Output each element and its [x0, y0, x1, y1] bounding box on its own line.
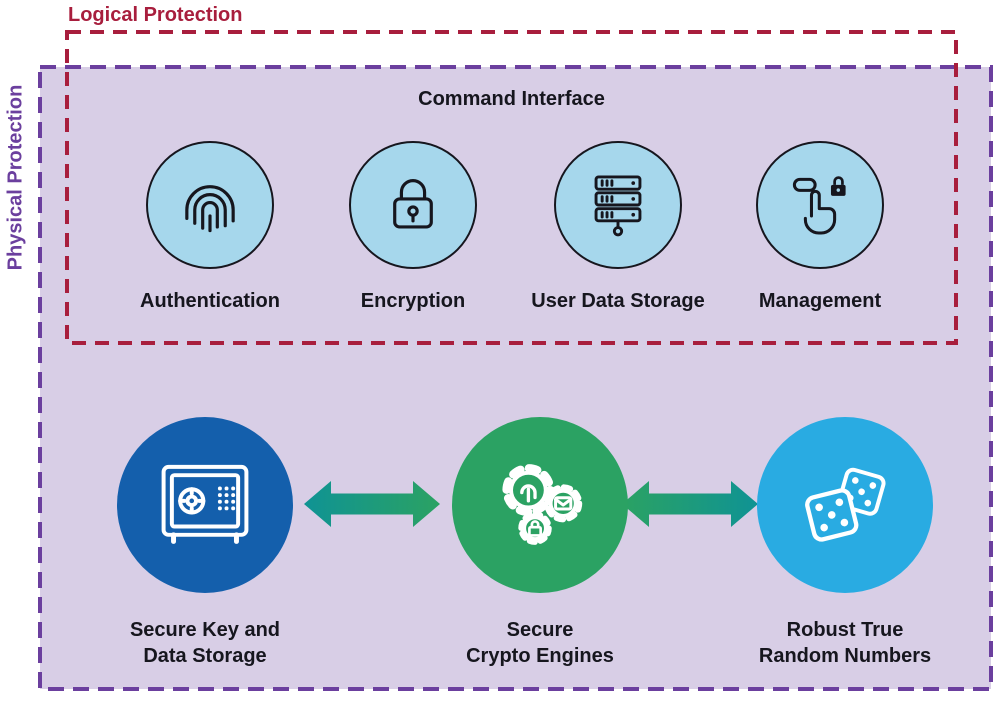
dice-icon — [805, 467, 886, 542]
command-item-encryption: Encryption — [303, 141, 523, 313]
core-label-line2: Crypto Engines — [466, 645, 614, 667]
secure-key-storage-circle — [117, 417, 293, 593]
core-label-line1: Secure Key and — [129, 619, 281, 641]
crypto-gears-icon — [502, 464, 583, 545]
fingerprint-icon — [185, 185, 235, 233]
random-numbers-circle — [757, 417, 933, 593]
command-item-management: Management — [710, 141, 930, 313]
server-stack-icon — [594, 175, 642, 237]
core-item-secure-key-storage: Secure Key and Data Storage — [75, 417, 335, 669]
core-item-label: Secure Key and Data Storage — [75, 617, 335, 669]
logical-protection-label: Logical Protection — [68, 4, 243, 26]
padlock-icon — [393, 179, 433, 229]
logical-protection-boundary — [65, 30, 958, 345]
arrow-keystore-crypto — [304, 481, 440, 527]
gear-envelope — [544, 484, 583, 523]
command-item-label: Authentication — [140, 290, 280, 312]
core-item-crypto-engines: Secure Crypto Engines — [410, 417, 670, 669]
safe-keypad-dots — [217, 486, 236, 511]
command-item-authentication: Authentication — [100, 141, 320, 313]
core-label-line1: Robust True — [786, 619, 904, 641]
command-item-user-data-storage: User Data Storage — [508, 141, 728, 313]
user-data-storage-circle — [554, 141, 682, 269]
double-arrow-icon — [622, 481, 758, 527]
authentication-circle — [146, 141, 274, 269]
core-item-label: Secure Crypto Engines — [410, 617, 670, 669]
core-label-line2: Random Numbers — [758, 645, 932, 667]
core-label-line2: Data Storage — [143, 645, 267, 667]
command-item-label: User Data Storage — [531, 290, 705, 312]
core-item-random-numbers: Robust True Random Numbers — [715, 417, 975, 669]
core-label-line1: Secure — [506, 619, 574, 641]
gear-fingerprint — [502, 464, 555, 517]
double-arrow-icon — [304, 481, 440, 527]
hand-press-lock-icon — [792, 176, 846, 235]
physical-protection-label: Physical Protection — [4, 84, 27, 271]
command-item-label: Encryption — [360, 290, 466, 312]
encryption-circle — [349, 141, 477, 269]
core-item-label: Robust True Random Numbers — [715, 617, 975, 669]
command-item-label: Management — [758, 290, 882, 312]
safe-icon — [161, 464, 249, 544]
die-front — [805, 488, 859, 542]
management-circle — [756, 141, 884, 269]
crypto-engines-circle — [452, 417, 628, 593]
command-interface-title: Command Interface — [418, 88, 605, 110]
arrow-crypto-random — [622, 481, 758, 527]
gear-lock — [518, 511, 552, 545]
